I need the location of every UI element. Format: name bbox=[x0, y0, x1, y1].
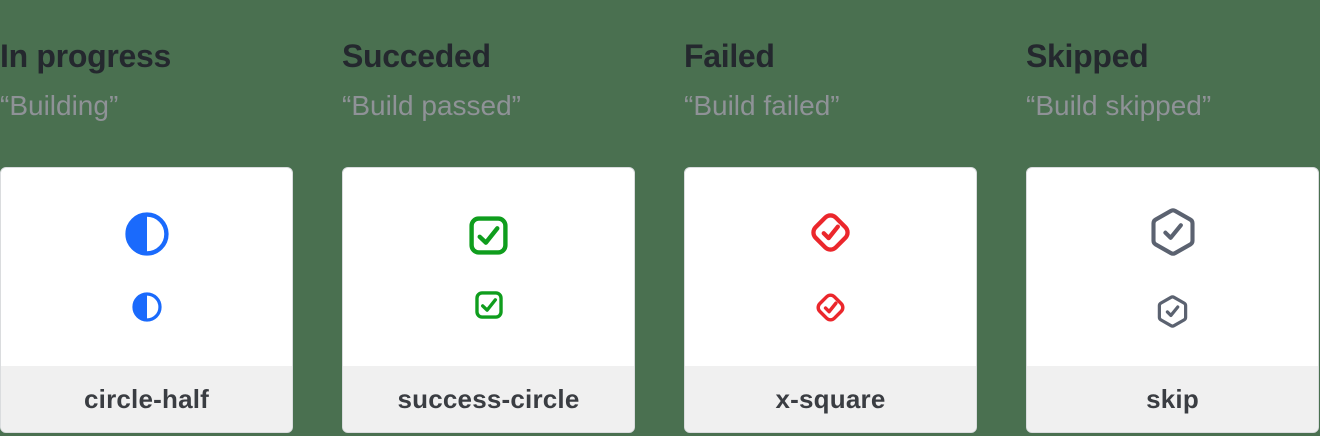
diamond-check-small-icon bbox=[816, 293, 845, 322]
check-square-small-icon bbox=[474, 290, 503, 319]
card-footer: skip bbox=[1027, 366, 1318, 432]
icon-card: skip bbox=[1026, 167, 1319, 433]
icon-card: circle-half bbox=[0, 167, 293, 433]
card-footer: x-square bbox=[685, 366, 976, 432]
status-column-failed: Failed “Build failed” x-square bbox=[684, 40, 977, 433]
diamond-check-large-icon bbox=[811, 213, 850, 252]
card-footer: circle-half bbox=[1, 366, 292, 432]
icon-card: success-circle bbox=[342, 167, 635, 433]
icon-name-label: success-circle bbox=[397, 383, 580, 414]
status-title: Failed bbox=[684, 38, 775, 74]
circle-half-large-icon bbox=[124, 212, 169, 256]
check-square-large-icon bbox=[469, 215, 508, 255]
status-quote: “Building” bbox=[0, 90, 119, 121]
status-quote: “Build skipped” bbox=[1026, 90, 1212, 121]
hexagon-check-small-icon bbox=[1157, 294, 1188, 328]
hexagon-check-large-icon bbox=[1150, 207, 1195, 256]
status-column-succeded: Succeded “Build passed” success-circle bbox=[342, 40, 635, 433]
icon-card: x-square bbox=[684, 167, 977, 433]
status-column-in-progress: In progress “Building” circle-half bbox=[0, 40, 293, 433]
status-title: Skipped bbox=[1026, 38, 1149, 74]
circle-half-small-icon bbox=[131, 292, 162, 322]
card-footer: success-circle bbox=[343, 366, 634, 432]
status-quote: “Build failed” bbox=[684, 90, 840, 121]
status-quote: “Build passed” bbox=[342, 90, 521, 121]
status-title: In progress bbox=[0, 38, 171, 74]
icon-name-label: x-square bbox=[775, 383, 886, 414]
status-title: Succeded bbox=[342, 38, 491, 74]
status-column-skipped: Skipped “Build skipped” skip bbox=[1026, 40, 1319, 433]
icon-name-label: skip bbox=[1146, 383, 1199, 414]
icon-name-label: circle-half bbox=[83, 383, 210, 414]
